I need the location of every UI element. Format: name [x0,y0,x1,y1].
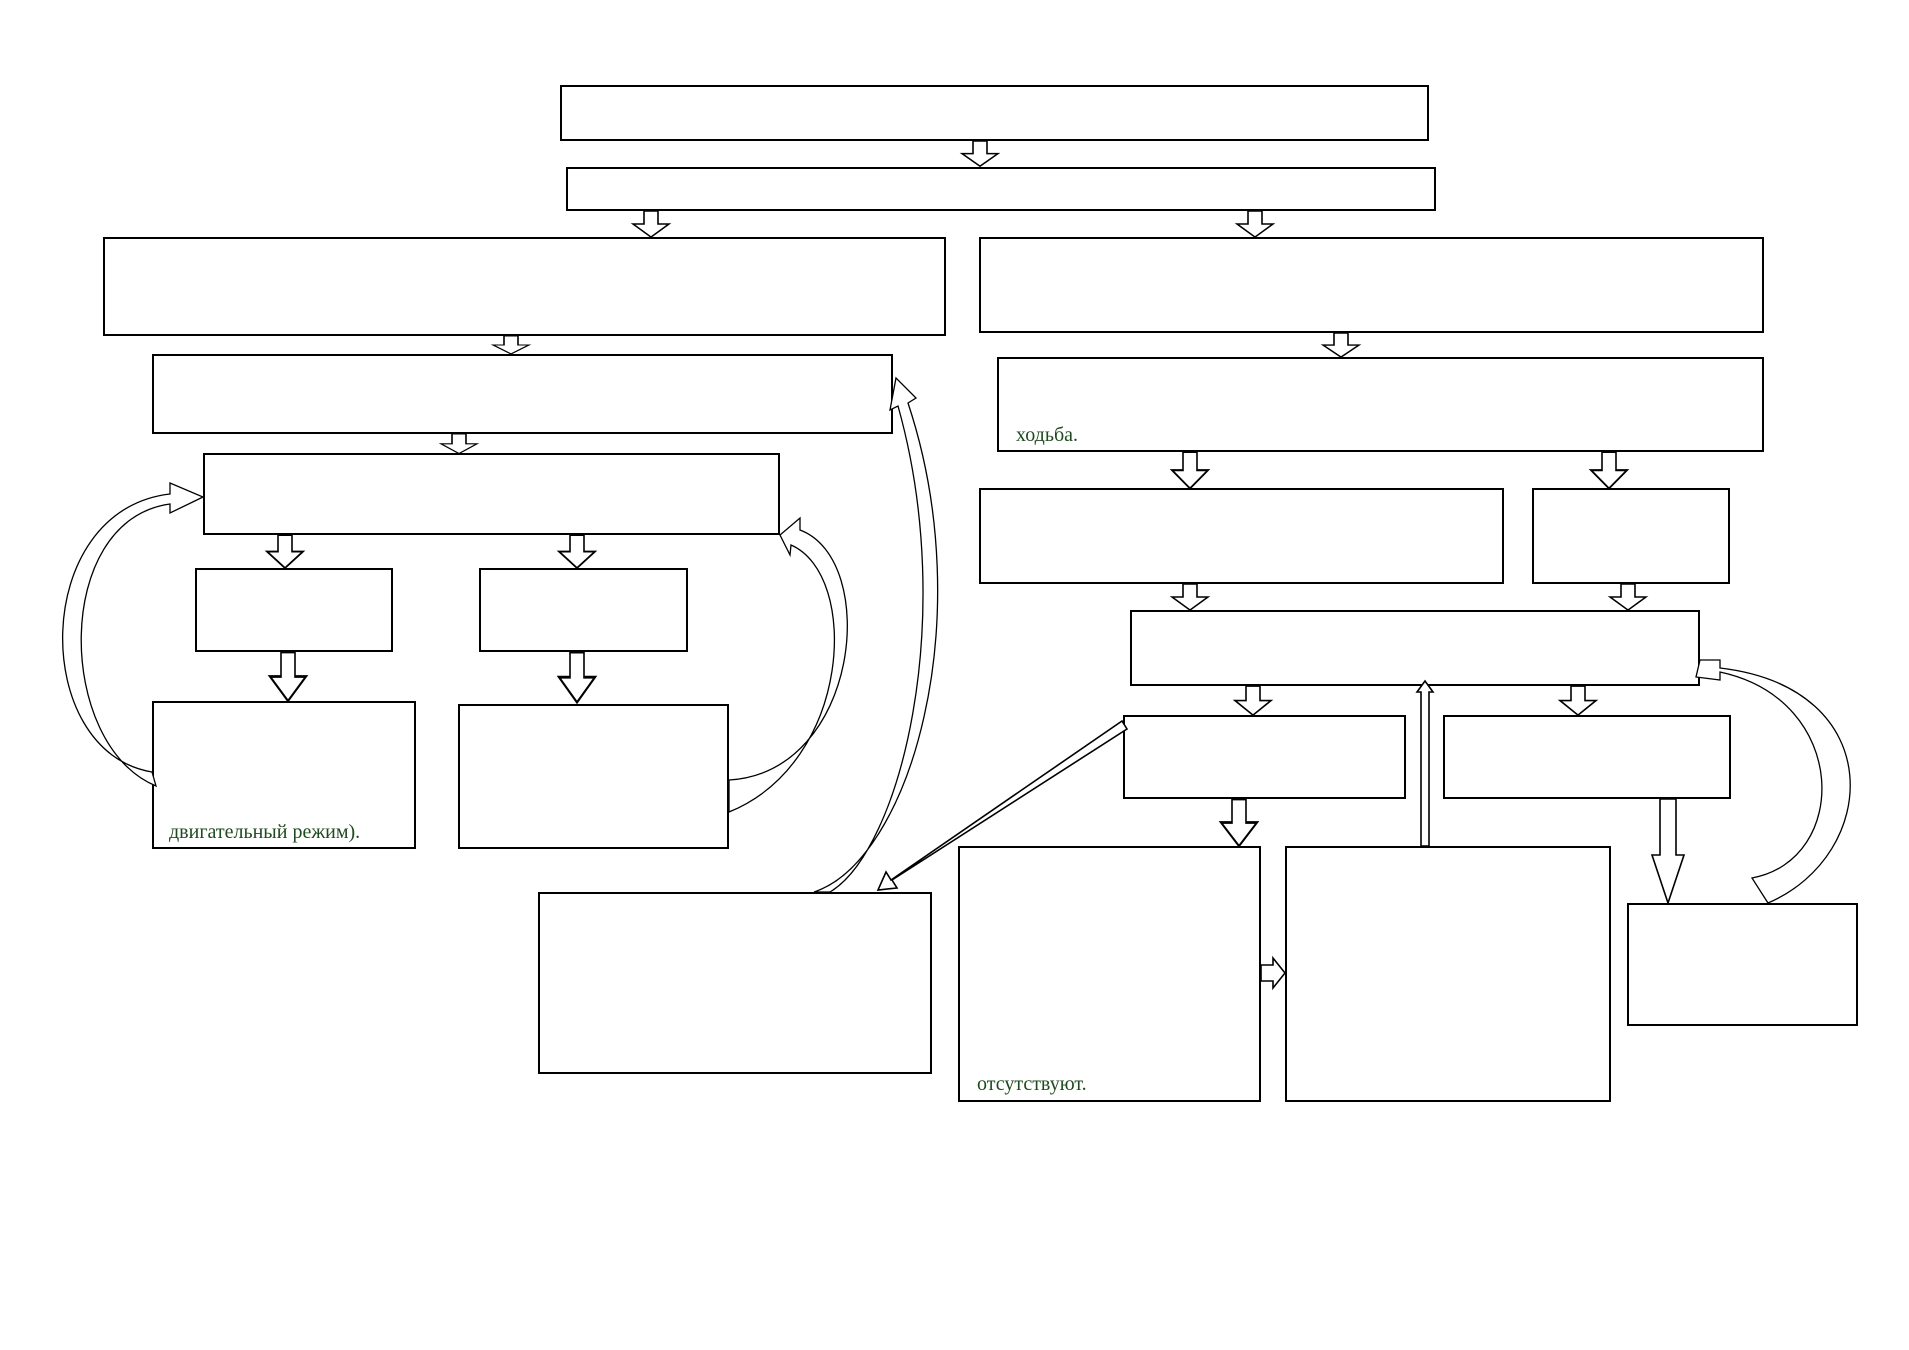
box-right-merge [1130,610,1700,686]
arrow-right-to-step2 [1322,332,1360,358]
box-right-step2: ходьба. [997,357,1764,452]
curve-outcome-c-to-merge [1695,659,1851,904]
box-left-option-b [479,568,688,652]
box-left-branch [103,237,946,336]
arrow-merge-to-right-b [1559,685,1597,716]
arrow-option-b-to-result [557,650,597,704]
arrow-second-to-left [632,210,670,238]
box-right-outcome-c [1627,903,1858,1026]
box-right-option-a [1123,715,1406,799]
arrow-right-b-to-outcome-c [1650,798,1686,906]
arrow-outcome-b-up-to-merge [1415,679,1435,847]
arrow-option-a-to-result [268,650,308,703]
box-right-outcome-a: отсутствуют. [958,846,1261,1102]
arrow-right-3b-to-merge [1609,583,1647,611]
text-absent: отсутствуют. [977,1073,1087,1095]
box-left-result-b [458,704,729,849]
arrow-left-to-step2 [492,335,530,355]
box-right-outcome-b [1285,846,1611,1102]
box-left-step2 [152,354,893,434]
arrow-right-step2-to-3b [1589,450,1629,490]
box-right-branch [979,237,1764,333]
text-walking: ходьба. [1016,424,1079,446]
box-right-step3b [1532,488,1730,584]
arrow-step3-to-option-b [558,534,596,569]
arrow-second-to-right [1236,210,1274,238]
box-left-result-a: двигательный режим). [152,701,416,849]
box-left-step3 [203,453,780,535]
box-second [566,167,1436,211]
text-motor-regime: двигательный режим). [169,821,361,843]
arrow-right-a-to-center-outcome [876,719,1129,891]
arrow-right-a-to-outcome-a [1219,797,1259,848]
box-right-option-b [1443,715,1731,799]
arrow-left-step2-to-step3 [440,433,478,455]
arrow-step3-to-option-a [266,534,304,569]
arrow-right-step2-to-3a [1170,450,1210,490]
arrow-top-to-second [961,140,999,167]
arrow-right-3a-to-merge [1171,583,1209,611]
box-right-step3a [979,488,1504,584]
curve-result-a-to-step3 [61,482,205,788]
curve-result-b-to-step3 [728,516,848,813]
box-center-outcome [538,892,932,1074]
arrow-merge-to-right-a [1234,685,1272,716]
box-top [560,85,1429,141]
curve-center-outcome-to-left-step2 [813,376,939,893]
arrow-outcome-a-to-outcome-b [1260,955,1287,991]
